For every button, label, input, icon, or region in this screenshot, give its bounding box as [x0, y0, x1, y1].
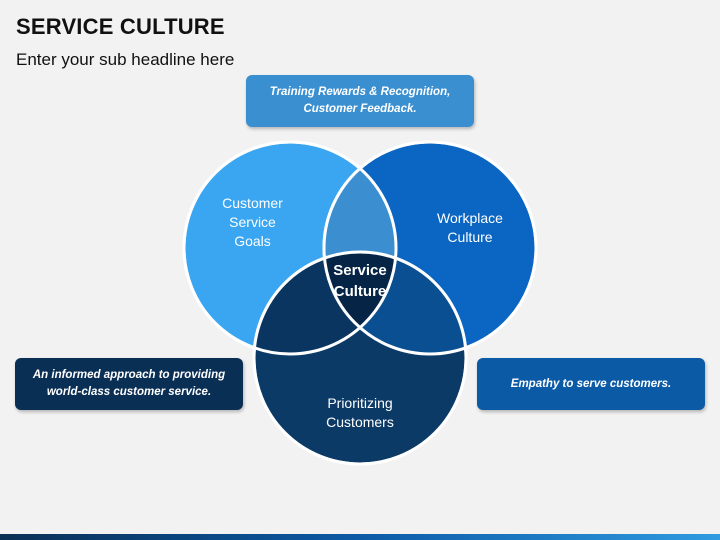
callout-left-text: An informed approach to providing world-… — [32, 369, 226, 398]
callout-left: An informed approach to providing world-… — [15, 358, 243, 410]
callout-right-text: Empathy to serve customers. — [510, 377, 672, 390]
venn-label-workplace-culture: Workplace Culture — [437, 210, 503, 245]
slide-title: SERVICE CULTURE — [16, 14, 225, 39]
venn-label-prioritizing-customers: Prioritizing Customers — [326, 395, 394, 430]
bottom-accent-bar — [0, 534, 720, 540]
venn-label-customer-service-goals: Customer Service Goals — [222, 195, 283, 249]
callout-top-text: Training Rewards & Recognition, Customer… — [269, 86, 451, 115]
callout-top: Training Rewards & Recognition, Customer… — [246, 75, 474, 127]
callout-right: Empathy to serve customers. — [477, 358, 705, 410]
venn-overlap-left — [254, 252, 396, 354]
slide-subtitle: Enter your sub headline here — [16, 50, 235, 69]
venn-center-label: Service Culture — [333, 262, 387, 300]
venn-overlap-right — [324, 252, 466, 354]
